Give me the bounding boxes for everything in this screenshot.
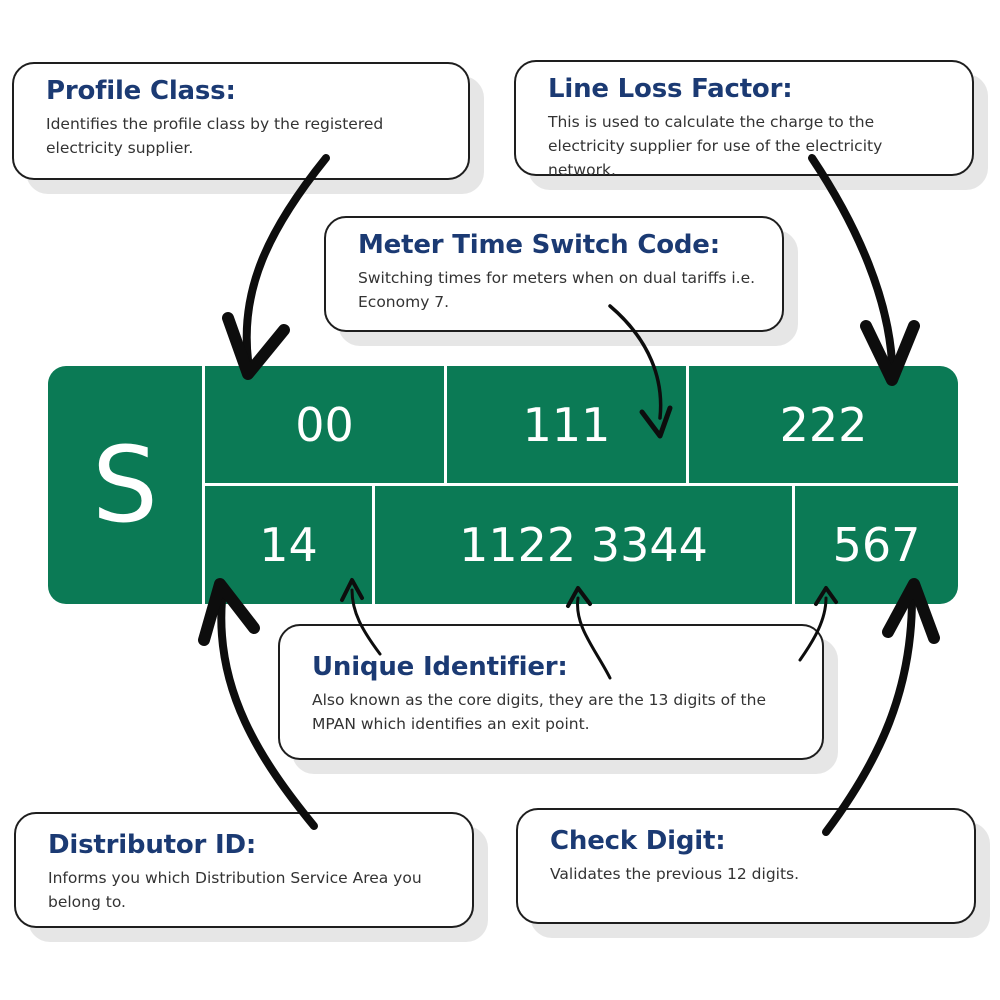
line-loss-factor-title: Line Loss Factor: <box>548 74 793 104</box>
distributor-id-title: Distributor ID: <box>48 830 257 860</box>
line-loss-factor-text: This is used to calculate the charge to … <box>548 113 883 179</box>
divider <box>792 484 795 604</box>
profile-class-text: Identifies the profile class by the regi… <box>46 115 384 157</box>
divider <box>444 366 447 484</box>
arrow-line-loss-factor <box>808 154 896 366</box>
arrow-check-digit <box>822 594 916 836</box>
check-digit-card: Check Digit: Validates the previous 12 d… <box>516 808 976 924</box>
unique-identifier-text: Also known as the core digits, they are … <box>312 691 766 733</box>
meter-time-switch-code-title: Meter Time Switch Code: <box>358 230 720 260</box>
profile-class-card: Profile Class: Identifies the profile cl… <box>12 62 470 180</box>
check-digit-text: Validates the previous 12 digits. <box>550 865 800 883</box>
distributor-id-text: Informs you which Distribution Service A… <box>48 869 422 911</box>
mpan-check-digit-value: 567 <box>832 518 921 572</box>
mpan-panel: S 00 111 222 14 1122 3344 567 <box>48 366 958 604</box>
profile-class-title: Profile Class: <box>46 76 236 106</box>
divider <box>686 366 689 484</box>
meter-time-switch-code-card: Meter Time Switch Code: Switching times … <box>324 216 784 332</box>
check-digit-title: Check Digit: <box>550 826 726 856</box>
line-loss-factor-card: Line Loss Factor: This is used to calcul… <box>514 60 974 179</box>
meter-time-switch-code-text: Switching times for meters when on dual … <box>358 269 756 311</box>
mpan-profile-class-value: 00 <box>295 397 354 452</box>
distributor-id-card: Distributor ID: Informs you which Distri… <box>14 812 474 928</box>
mpan-distributor-id-value: 14 <box>259 518 318 572</box>
divider <box>202 483 958 486</box>
unique-identifier-card: Unique Identifier: Also known as the cor… <box>278 624 824 760</box>
divider <box>372 484 375 604</box>
mpan-unique-identifier-value: 1122 3344 <box>459 518 708 572</box>
arrow-profile-class <box>242 154 330 364</box>
mpan-prefix-s: S <box>91 424 158 546</box>
mpan-meter-time-switch-code-value: 111 <box>522 397 611 452</box>
mpan-line-loss-factor-value: 222 <box>779 397 868 452</box>
unique-identifier-title: Unique Identifier: <box>312 652 568 682</box>
